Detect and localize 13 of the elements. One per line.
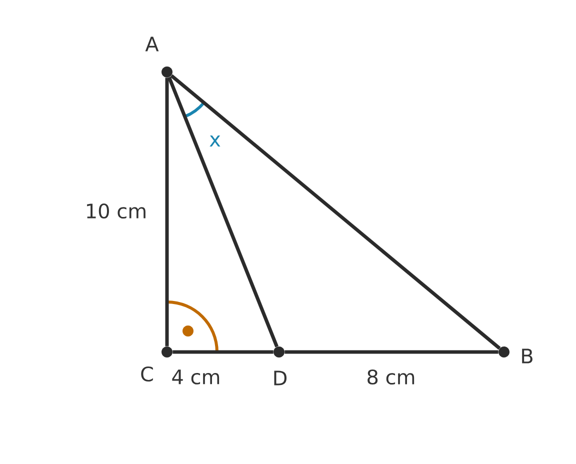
line-segment (170, 74, 501, 350)
point-label: D (274, 370, 286, 386)
point-label: C (141, 366, 153, 382)
length-label: 8 cm (365, 368, 417, 386)
length-label: 4 cm (170, 368, 222, 386)
point-label: A (145, 36, 159, 52)
angle-label: x (210, 136, 220, 146)
line-segment (165, 78, 169, 346)
length-label: 10 cm (84, 202, 148, 220)
line-segment (168, 76, 278, 348)
line-segment (172, 350, 274, 354)
line-segment (284, 350, 498, 354)
point-label: B (522, 348, 532, 364)
